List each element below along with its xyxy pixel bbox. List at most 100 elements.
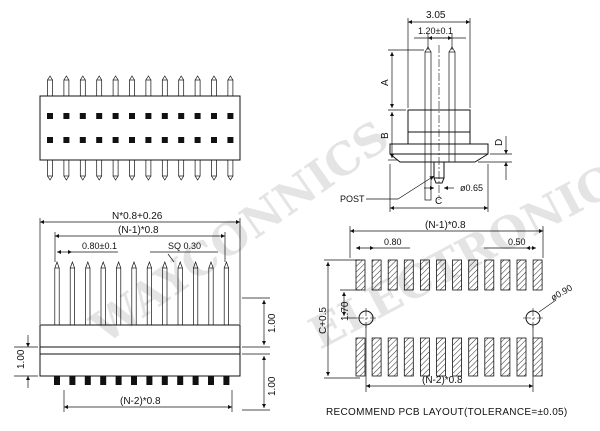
pin-square: [96, 137, 103, 143]
pcb-bottom-span-label: (N-2)*0.8: [422, 375, 463, 386]
pin-square: [161, 113, 168, 119]
top-view-pin-squares: [47, 113, 234, 143]
pcb-pad: [436, 337, 446, 377]
top-view-pin-tip: [80, 175, 86, 181]
pin-square: [96, 113, 103, 119]
front-view-tail: [131, 376, 137, 385]
front-view-pins: [54, 260, 229, 326]
top-view-pin-tip: [194, 75, 201, 81]
pin-square: [47, 113, 53, 119]
front-view-pin-tip: [116, 260, 122, 269]
pcb-pad: [419, 259, 430, 291]
front-view-pin-tip: [131, 260, 137, 269]
top-view-pin: [112, 79, 119, 97]
front-sq-label: SQ 0.30: [168, 241, 201, 251]
post-leader-arrow: [397, 175, 435, 200]
pcb-pad: [403, 337, 414, 377]
pcb-top-span-label: (N-1)*0.8: [425, 220, 466, 231]
top-view-pin-tip: [194, 175, 201, 181]
pin-square: [194, 137, 201, 143]
pcb-pad: [516, 259, 527, 291]
top-view-pin: [79, 159, 86, 177]
side-view-pin-right: [448, 51, 456, 163]
pcb-pad: [484, 337, 495, 377]
pin-square: [79, 137, 86, 143]
pin-square: [211, 137, 217, 143]
pcb-pad: [452, 259, 463, 291]
front-span-label: (N-1)*0.8: [118, 225, 159, 236]
post-label: POST: [340, 194, 365, 204]
top-view-pin: [129, 159, 135, 177]
front-view-pin-tip: [69, 260, 75, 269]
top-view-pin-tip: [129, 75, 135, 81]
pcb-pad: [452, 337, 463, 377]
top-view-pin-tip: [211, 75, 217, 81]
front-view-insulator-lower: [39, 353, 241, 377]
pin-square: [112, 137, 119, 143]
top-view-pin-tip: [162, 175, 168, 181]
top-view-pin-tip: [227, 75, 234, 81]
side-width-label: 3.05: [426, 10, 446, 21]
pcb-pad: [436, 259, 446, 291]
front-view-pin-tip: [162, 260, 168, 269]
top-view-pin: [129, 79, 135, 97]
front-view-pin-tip: [146, 260, 152, 269]
top-view-pin: [211, 79, 217, 97]
pcb-pad: [403, 259, 414, 291]
pcb-pad: [532, 259, 543, 291]
front-view-tail: [115, 376, 122, 385]
top-view-pin: [63, 79, 70, 97]
hole-diameter-leader: [538, 299, 557, 313]
front-view-tail: [177, 376, 184, 385]
front-bottom-span-label: (N-2)*0.8: [120, 396, 161, 407]
front-view-tail: [100, 376, 107, 385]
top-view-pin: [227, 79, 234, 97]
top-view-pin: [63, 159, 70, 177]
pin-square: [47, 137, 53, 143]
pcb-pads-bottom-row: [355, 337, 543, 377]
front-view-tail: [192, 376, 199, 385]
front-left-height-label: 1.00: [16, 349, 27, 369]
top-view-pin-tip: [112, 175, 119, 181]
top-view-pin: [96, 79, 103, 97]
front-view-tail: [223, 376, 230, 385]
front-view-pin: [69, 267, 75, 326]
front-view-tails: [54, 376, 230, 385]
pcb-pad: [532, 337, 543, 377]
side-label-d: D: [494, 139, 505, 146]
top-view-pin: [178, 159, 185, 177]
front-pitch-label: 0.80±0.1: [82, 241, 117, 251]
front-view-tail: [69, 376, 76, 385]
pcb-pad: [500, 259, 511, 291]
front-overall-label: N*0.8+0.26: [112, 211, 163, 222]
top-view-pin: [161, 159, 168, 177]
pin-square: [211, 113, 217, 119]
front-view-pin: [223, 267, 229, 326]
pcb-layout: (N-1)*0.8 0.80 0.50 C+0.5 1.70 ø0.90 (N-…: [318, 220, 574, 418]
pcb-pad: [419, 337, 430, 377]
pcb-pad: [387, 259, 398, 291]
side-label-b: B: [380, 132, 391, 139]
top-view-pin-tip: [162, 75, 168, 81]
front-view-tail: [146, 376, 153, 385]
front-view-pin-tip: [177, 260, 183, 269]
pin-square: [145, 113, 152, 119]
top-view: [39, 75, 241, 181]
pin-square: [63, 137, 70, 143]
side-view: 3.05 1.20±0.1 A B D C POST ø0.65: [340, 10, 512, 212]
pin-square: [227, 137, 234, 143]
pcb-pad-width-label: 0.50: [508, 237, 526, 247]
pin-square: [112, 113, 119, 119]
top-view-pin: [96, 159, 103, 177]
pin-square: [161, 137, 168, 143]
watermark: WAYCONNICS ELECTRONIC: [81, 111, 600, 359]
top-view-pin: [211, 159, 217, 177]
top-view-pin-tip: [145, 175, 152, 181]
top-view-pin: [47, 159, 53, 177]
pcb-pad: [371, 259, 382, 291]
top-view-pin-tip: [47, 75, 53, 81]
side-label-a: A: [380, 79, 391, 86]
top-view-pin-tip: [47, 175, 53, 181]
top-view-pin: [227, 159, 234, 177]
